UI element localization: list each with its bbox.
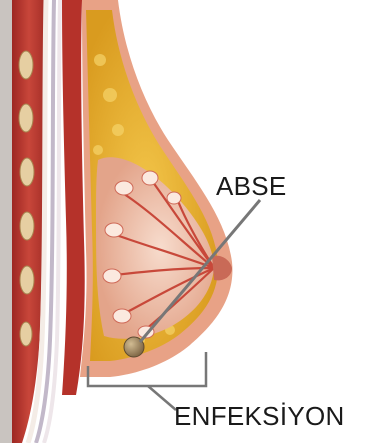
abscess-label: ABSE [216, 171, 287, 202]
infection-callout-line [148, 386, 176, 410]
chest-wall [0, 0, 60, 443]
infection-label: ENFEKSİYON [174, 401, 345, 432]
pectoral-muscle [62, 0, 85, 395]
